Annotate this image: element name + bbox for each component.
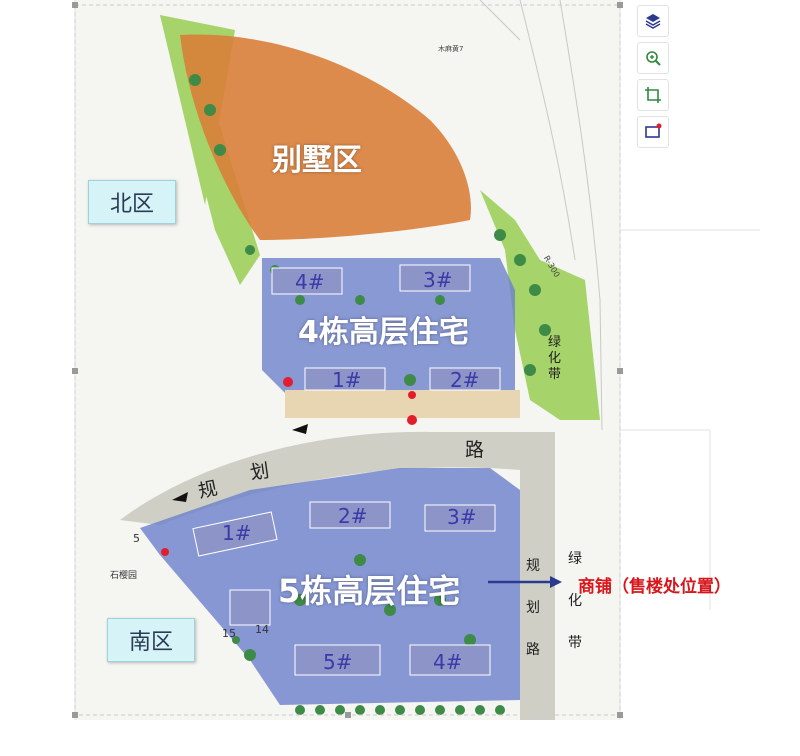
north-podium: [285, 390, 520, 418]
road-label-char-3: 路: [465, 439, 485, 461]
building-n3: [399, 264, 471, 292]
layers-button[interactable]: [637, 5, 669, 37]
building-s12: [229, 589, 271, 626]
right-road-char-1: 规: [526, 558, 540, 574]
green-belt-north: [480, 190, 600, 420]
villa-area: [180, 34, 471, 240]
south-zone-label: 南区: [107, 618, 195, 662]
green-belt-char-2: 化: [548, 351, 562, 366]
north-building-4: 4#: [295, 270, 325, 294]
right-green-char-1: 绿: [568, 551, 582, 567]
right-green-char-2: 化: [568, 593, 582, 609]
screen-record-icon: [645, 123, 662, 138]
resize-handle-tl[interactable]: [72, 2, 78, 8]
south-building-4: 4#: [433, 650, 463, 674]
resize-handle-mr[interactable]: [617, 368, 623, 374]
right-road-char-3: 路: [526, 642, 540, 658]
south-buildings: [192, 501, 496, 676]
crop-icon: [645, 87, 661, 103]
planned-road: [120, 431, 555, 720]
right-road-label: 规 划 路: [526, 545, 540, 671]
crop-button[interactable]: [637, 79, 669, 111]
right-green-belt-label: 绿 化 带: [568, 538, 582, 664]
green-belt-label: 绿 化 带: [548, 335, 561, 383]
building-n2: [429, 367, 501, 391]
building-s4: [409, 644, 491, 676]
building-s3: [424, 504, 496, 532]
resize-handle-ml[interactable]: [72, 368, 78, 374]
contour-lines: [479, 0, 603, 431]
road-arrow-top: [292, 424, 308, 434]
north-zone-label: 北区: [88, 180, 176, 224]
building-s5: [294, 644, 381, 676]
zoom-in-button[interactable]: [637, 42, 669, 74]
north-buildings: [271, 264, 501, 391]
layers-icon: [645, 14, 661, 29]
garden-label: 石樱园: [110, 571, 138, 581]
green-belt-char-3: 带: [548, 367, 562, 382]
north-building-1: 1#: [332, 368, 362, 392]
right-road-char-2: 划: [526, 600, 540, 616]
south-building-1: 1#: [222, 521, 252, 545]
villa-area-label: 别墅区: [272, 143, 362, 178]
building-s1: [192, 511, 278, 557]
road-label-char-2: 划: [248, 459, 271, 485]
building-n4: [271, 267, 343, 295]
resize-handle-br[interactable]: [617, 712, 623, 718]
road-arrow-left: [172, 492, 188, 502]
dist-label-14: 14: [255, 623, 269, 636]
resize-handle-tr[interactable]: [617, 2, 623, 8]
shop-callout-label: 商铺（售楼处位置）: [578, 577, 731, 597]
building-n1: [304, 367, 386, 391]
road-name-small: 木麻黄7: [438, 45, 464, 53]
north-building-2: 2#: [450, 368, 480, 392]
green-strip-west: [160, 15, 260, 285]
south-building-5: 5#: [323, 650, 353, 674]
south-building-2: 2#: [338, 504, 368, 528]
south-building-3: 3#: [447, 505, 477, 529]
callout-arrow-head: [550, 576, 562, 588]
trees-south: [232, 554, 505, 715]
screen-record-button[interactable]: [637, 116, 669, 148]
right-green-char-3: 带: [568, 635, 582, 651]
north-building-3: 3#: [423, 268, 453, 292]
zoom-in-icon: [646, 51, 661, 66]
south-block-label: 5栋高层住宅: [278, 572, 461, 610]
red-markers: [161, 377, 417, 556]
building-s2: [309, 501, 391, 529]
north-block-label: 4栋高层住宅: [298, 315, 469, 350]
resize-handle-bm[interactable]: [345, 712, 351, 718]
dist-label-5: 5: [133, 532, 140, 545]
green-belt-char-1: 绿: [548, 335, 562, 350]
resize-handle-bl[interactable]: [72, 712, 78, 718]
dist-label-15: 15: [222, 627, 236, 640]
